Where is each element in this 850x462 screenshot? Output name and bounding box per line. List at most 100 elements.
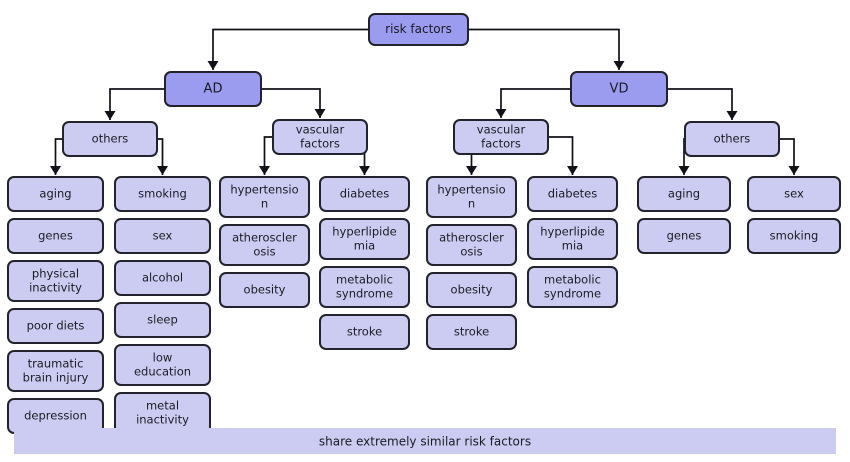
node-leaf-ad-others-col1-5-rect[interactable] (7, 398, 104, 434)
node-layer: risk factorsADothersaginggenesphysicalin… (7, 13, 841, 434)
node-leaf-ad-others-col2-0[interactable]: smoking (114, 176, 211, 212)
connector-line (468, 28, 620, 70)
node-leaf-ad-others-col1-0-rect[interactable] (7, 176, 104, 212)
connector-line (212, 28, 369, 70)
node-group-vd-vascular-rect[interactable] (453, 119, 549, 155)
node-leaf-ad-others-col2-5-rect[interactable] (114, 392, 211, 434)
node-leaf-ad-others-col1-3[interactable]: poor diets (7, 308, 104, 344)
node-leaf-vd-vascular-col2-1-rect[interactable] (527, 218, 618, 260)
node-leaf-ad-others-col2-0-rect[interactable] (114, 176, 211, 212)
connector-line (263, 136, 273, 175)
node-leaf-vd-vascular-col1-2[interactable]: obesity (426, 272, 517, 308)
node-leaf-ad-others-col2-1[interactable]: sex (114, 218, 211, 254)
arrow-head (207, 61, 219, 70)
node-leaf-vd-others-col2-1-rect[interactable] (747, 218, 841, 254)
node-branch-ad[interactable]: AD (164, 71, 262, 107)
node-leaf-ad-others-col2-2-rect[interactable] (114, 260, 211, 296)
node-group-ad-vascular-rect[interactable] (272, 119, 368, 155)
node-leaf-ad-vascular-col1-0-rect[interactable] (219, 176, 310, 218)
node-leaf-ad-others-col1-4-rect[interactable] (7, 350, 104, 392)
node-group-ad-others[interactable]: others (62, 121, 158, 157)
node-leaf-vd-others-col2-0[interactable]: sex (747, 176, 841, 212)
node-root-risk-factors[interactable]: risk factors (368, 13, 469, 46)
summary-banner-label: share extremely similar risk factors (319, 435, 531, 449)
node-leaf-ad-others-col2-1-rect[interactable] (114, 218, 211, 254)
arrow-head (359, 166, 370, 175)
node-leaf-ad-vascular-col2-2-rect[interactable] (319, 266, 410, 308)
node-root-risk-factors-rect[interactable] (368, 13, 469, 46)
node-leaf-ad-vascular-col1-2-rect[interactable] (219, 272, 310, 308)
node-leaf-ad-others-col2-2[interactable]: alcohol (114, 260, 211, 296)
arrow-head (314, 109, 326, 118)
connector-line (667, 88, 733, 120)
node-branch-ad-rect[interactable] (164, 71, 262, 107)
node-leaf-ad-others-col1-1-rect[interactable] (7, 218, 104, 254)
summary-banner: share extremely similar risk factors (14, 428, 836, 454)
node-leaf-ad-vascular-col1-1-rect[interactable] (219, 224, 310, 266)
node-leaf-vd-others-col2-1[interactable]: smoking (747, 218, 841, 254)
node-group-vd-others[interactable]: others (684, 121, 780, 157)
node-leaf-vd-others-col1-1-rect[interactable] (637, 218, 731, 254)
node-leaf-vd-vascular-col2-0-rect[interactable] (527, 176, 618, 212)
node-leaf-ad-others-col2-4-rect[interactable] (114, 344, 211, 386)
node-leaf-vd-vascular-col1-2-rect[interactable] (426, 272, 517, 308)
connector-line (500, 88, 571, 118)
node-leaf-vd-others-col2-0-rect[interactable] (747, 176, 841, 212)
node-leaf-vd-vascular-col2-0[interactable]: diabetes (527, 176, 618, 212)
node-leaf-vd-others-col1-0-rect[interactable] (637, 176, 731, 212)
connector-line (548, 136, 574, 175)
node-group-ad-others-rect[interactable] (62, 121, 158, 157)
arrow-head (788, 166, 800, 175)
arrow-head (495, 109, 507, 118)
banner-layer: share extremely similar risk factors (14, 428, 836, 454)
node-leaf-ad-others-col1-0[interactable]: aging (7, 176, 104, 212)
node-leaf-ad-vascular-col1-2[interactable]: obesity (219, 272, 310, 308)
node-leaf-vd-vascular-col1-1-rect[interactable] (426, 224, 517, 266)
arrow-head (259, 166, 270, 175)
connector-line (109, 88, 165, 120)
node-leaf-ad-others-col1-5[interactable]: depression (7, 398, 104, 434)
node-leaf-ad-vascular-col2-0-rect[interactable] (319, 176, 410, 212)
arrow-head (678, 166, 690, 175)
node-leaf-vd-vascular-col2-2-rect[interactable] (527, 266, 618, 308)
arrow-head (104, 111, 116, 120)
node-leaf-vd-others-col1-0[interactable]: aging (637, 176, 731, 212)
node-leaf-vd-vascular-col1-3[interactable]: stroke (426, 314, 517, 350)
node-leaf-ad-others-col1-2-rect[interactable] (7, 260, 104, 302)
node-leaf-ad-others-col2-3[interactable]: sleep (114, 302, 211, 338)
node-group-vd-others-rect[interactable] (684, 121, 780, 157)
node-leaf-vd-vascular-col1-0-rect[interactable] (426, 176, 517, 218)
connector-line (261, 88, 321, 118)
node-leaf-ad-vascular-col2-3-rect[interactable] (319, 314, 410, 350)
node-leaf-ad-vascular-col2-0[interactable]: diabetes (319, 176, 410, 212)
arrow-head (466, 166, 477, 175)
node-leaf-ad-vascular-col2-3[interactable]: stroke (319, 314, 410, 350)
node-branch-vd-rect[interactable] (570, 71, 668, 107)
node-leaf-vd-vascular-col1-3-rect[interactable] (426, 314, 517, 350)
summary-banner-rect (14, 428, 836, 454)
node-branch-vd[interactable]: VD (570, 71, 668, 107)
arrow-head (613, 61, 625, 70)
node-leaf-ad-others-col2-3-rect[interactable] (114, 302, 211, 338)
node-leaf-vd-others-col1-1[interactable]: genes (637, 218, 731, 254)
node-leaf-ad-vascular-col2-1-rect[interactable] (319, 218, 410, 260)
node-leaf-ad-others-col1-1[interactable]: genes (7, 218, 104, 254)
node-leaf-ad-others-col1-3-rect[interactable] (7, 308, 104, 344)
arrow-head (157, 166, 168, 175)
